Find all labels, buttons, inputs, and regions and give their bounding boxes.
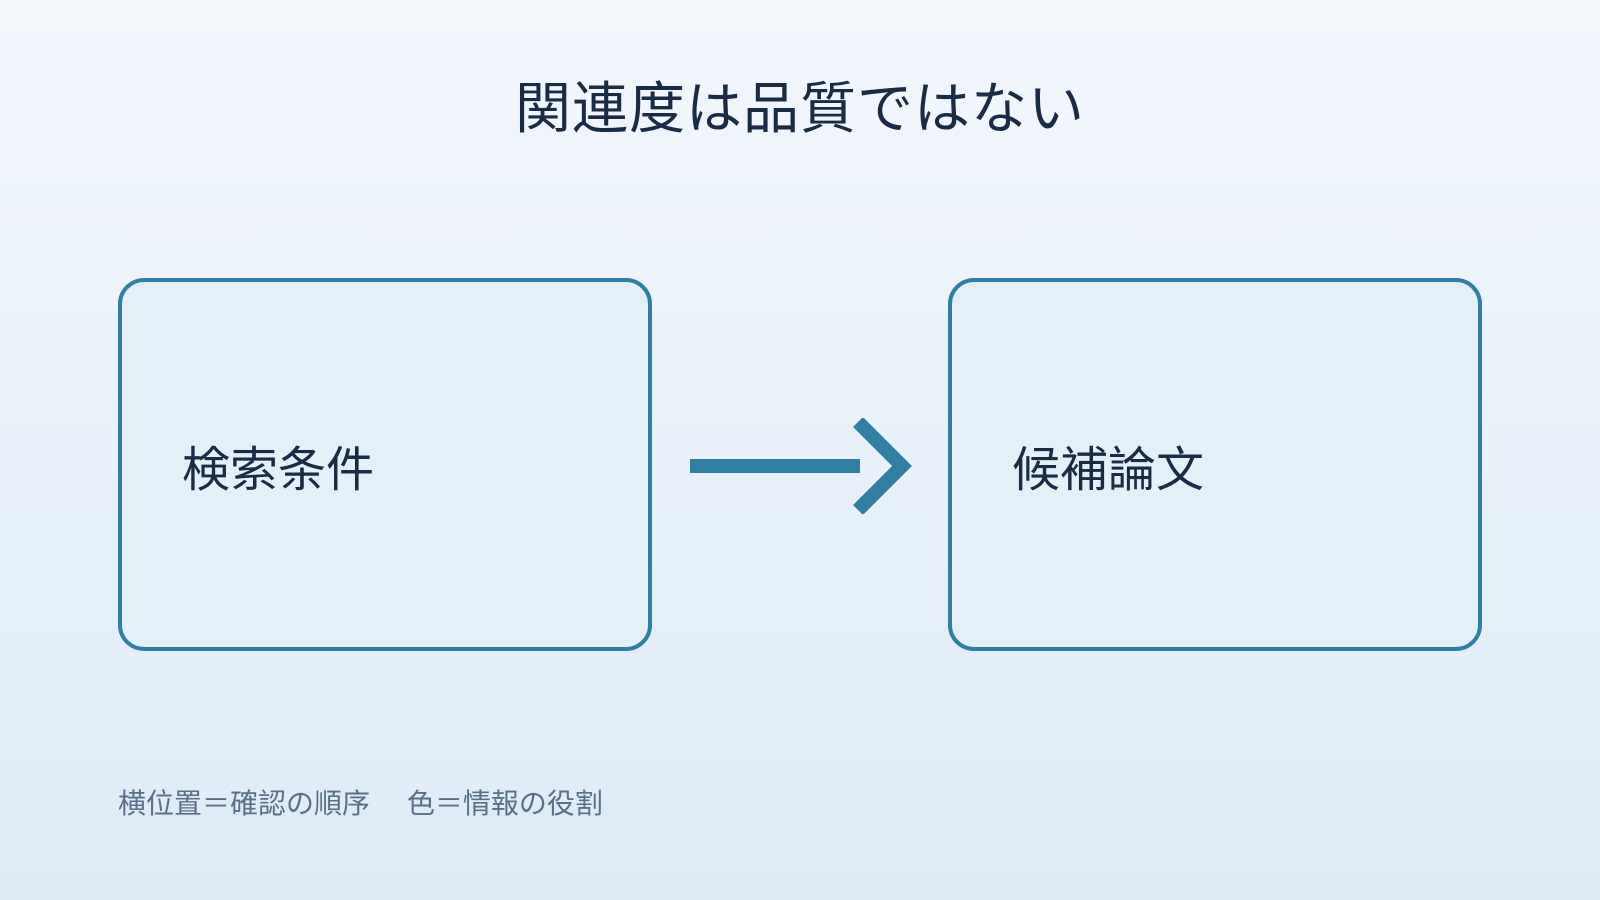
arrow-right-icon	[690, 418, 912, 514]
node-search-criteria-label: 検索条件	[182, 442, 375, 498]
diagram-caption: 横位置＝確認の順序 色＝情報の役割	[118, 787, 603, 820]
node-candidate-papers: 候補論文	[948, 278, 1482, 651]
node-search-criteria: 検索条件	[118, 278, 652, 651]
node-candidate-papers-label: 候補論文	[1012, 442, 1205, 498]
diagram-title: 関連度は品質ではない	[515, 77, 1085, 142]
arrow-head	[853, 418, 912, 514]
